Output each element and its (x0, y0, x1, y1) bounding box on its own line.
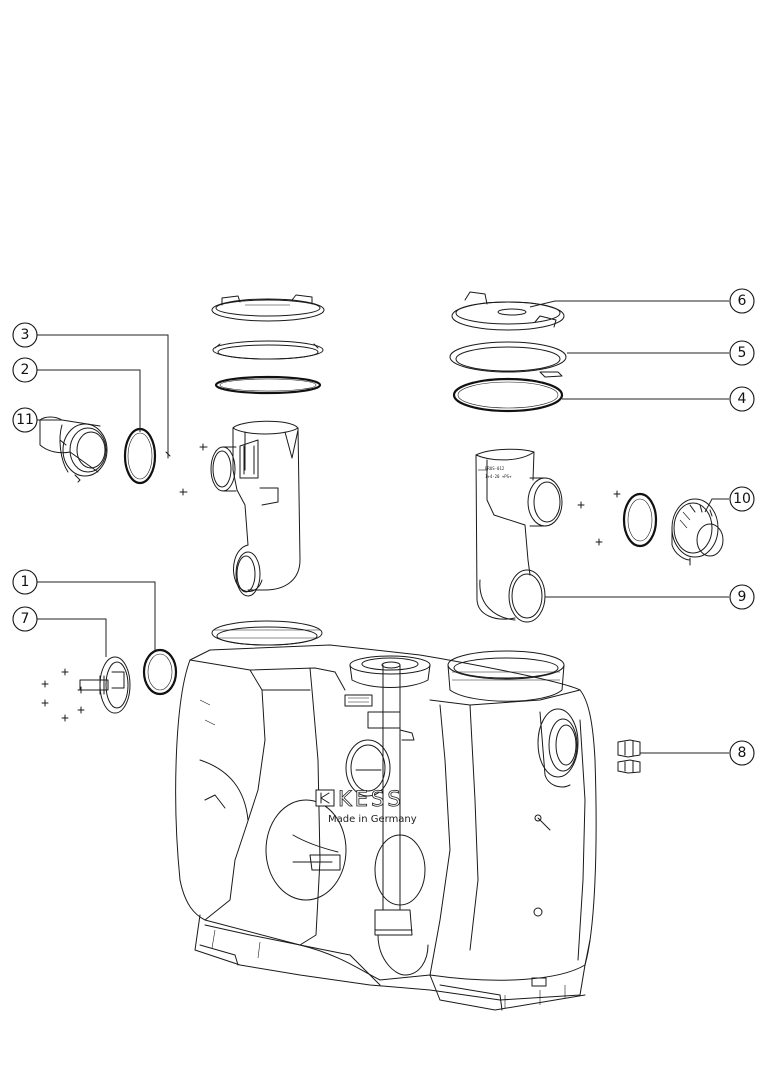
callout-5-label: 5 (738, 345, 747, 361)
callout-4-label: 4 (738, 391, 747, 407)
callout-6-label: 6 (738, 293, 747, 309)
tank-made-in-label: Made in Germany (328, 814, 417, 825)
callout-1: 1 (12, 569, 38, 595)
callout-9: 9 (729, 584, 755, 610)
right-fittings (577, 490, 724, 774)
callout-11-label: 11 (16, 412, 34, 428)
left-fittings (39, 416, 178, 722)
callout-3: 3 (12, 322, 38, 348)
part-stamp-label-1: BRUS-012 (485, 466, 505, 471)
inlet-pipe-assembly (179, 294, 325, 597)
callout-8: 8 (729, 740, 755, 766)
separator-tank: KESS Made in Germany (175, 620, 597, 1011)
brand-logo-text: KESS (338, 787, 404, 811)
part-stamp-label-2: 1+4-20 +PS+ (485, 474, 512, 479)
callout-3-label: 3 (21, 327, 30, 343)
callout-10-label: 10 (733, 491, 751, 507)
callout-1-label: 1 (21, 574, 30, 590)
callout-10: 10 (729, 486, 755, 512)
callout-8-label: 8 (738, 745, 747, 761)
outlet-pipe-assembly: BRUS-012 1+4-20 +PS+ (449, 291, 567, 623)
callout-2-label: 2 (21, 362, 30, 378)
callout-7: 7 (12, 606, 38, 632)
callout-5: 5 (729, 340, 755, 366)
leader-lines (37, 300, 729, 754)
callout-2: 2 (12, 357, 38, 383)
callout-4: 4 (729, 386, 755, 412)
callout-7-label: 7 (21, 611, 30, 627)
callout-9-label: 9 (738, 589, 747, 605)
callout-11: 11 (12, 407, 38, 433)
callout-6: 6 (729, 288, 755, 314)
